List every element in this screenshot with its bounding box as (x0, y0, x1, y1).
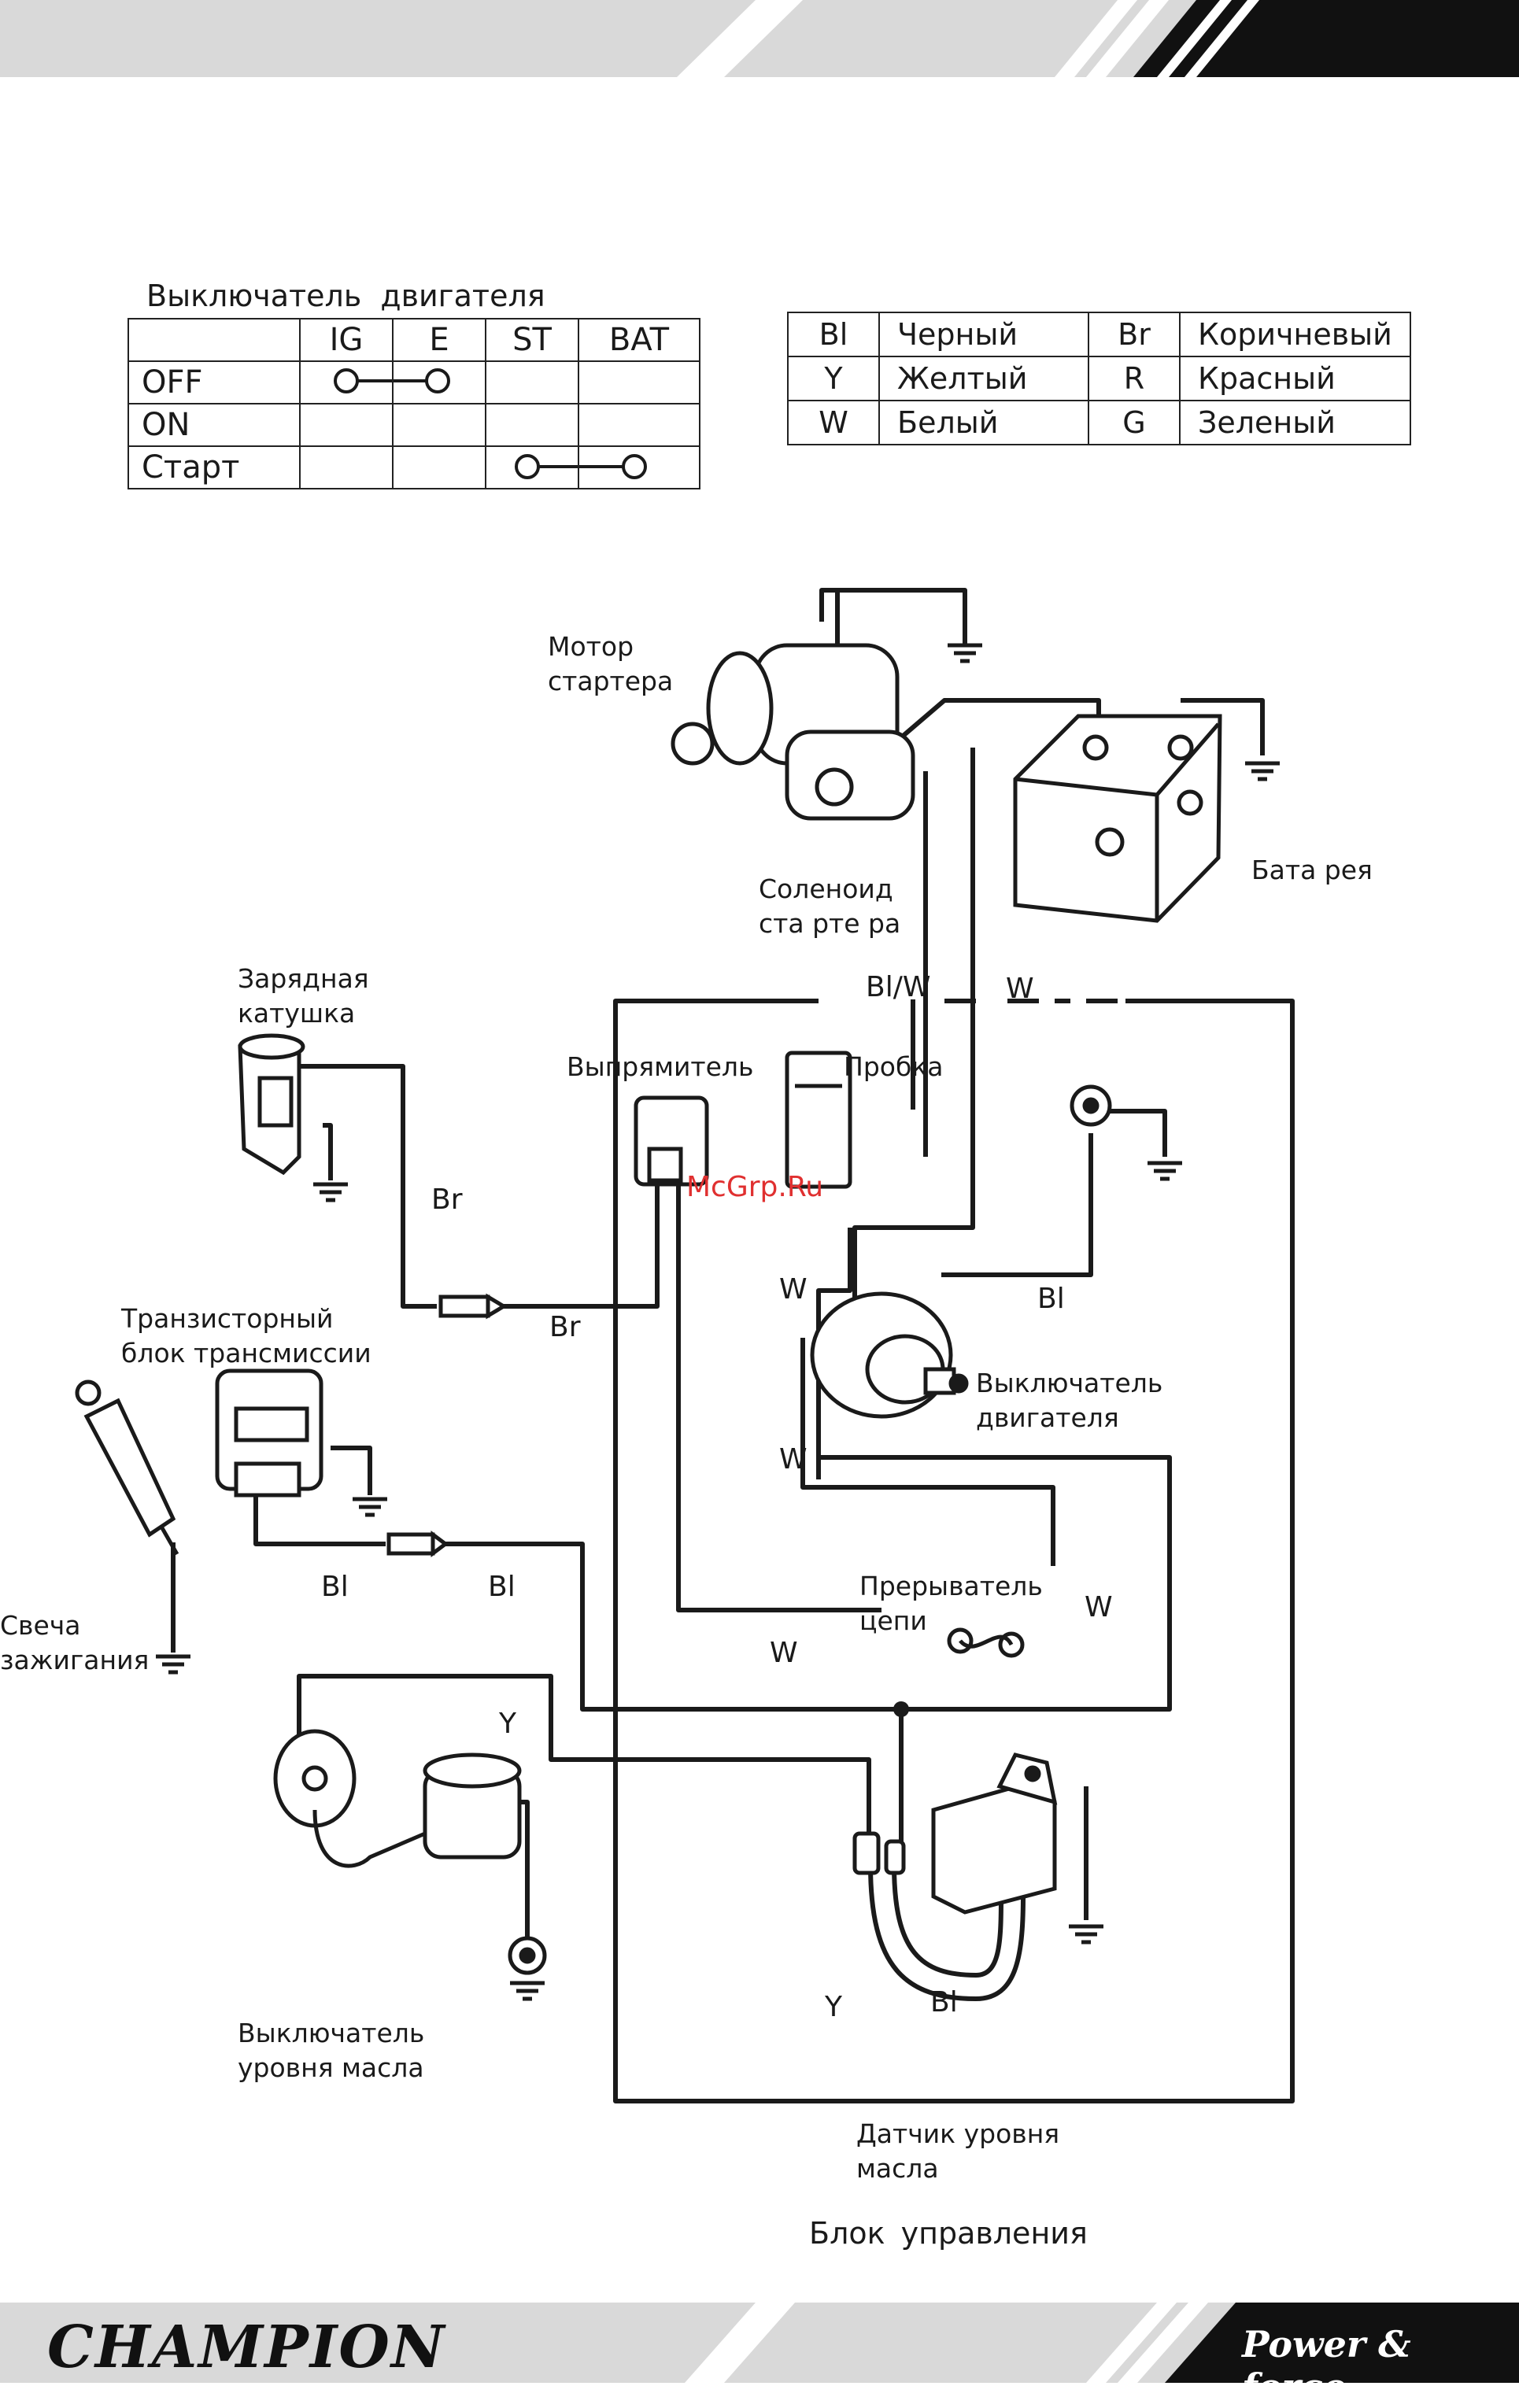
switch-header-bat: BAT (578, 318, 700, 362)
charging-coil-label: Зарядная катушка (238, 963, 369, 1029)
switch-header-e: E (392, 318, 486, 362)
watermark: McGrp.Ru (686, 1171, 824, 1203)
legend-name: Желтый (878, 356, 1089, 401)
color-legend-table: Bl Черный Br Коричневый Y Желтый R Красн… (787, 312, 1411, 445)
legend-code: W (787, 400, 880, 445)
fuse-drawing (785, 1051, 852, 1189)
spark-plug-label: Свеча зажигания (0, 1610, 150, 1675)
legend-code: R (1088, 356, 1181, 401)
switch-header-empty (128, 318, 301, 362)
top-banner (0, 0, 1519, 77)
wire-code-w3: W (770, 1637, 798, 1669)
legend-name: Красный (1179, 356, 1411, 401)
starter-motor-drawing (671, 643, 915, 821)
spark-plug-drawing (75, 1379, 179, 1556)
control-unit-label: Блок управления (809, 2216, 1088, 2251)
switch-row-on: ON (128, 403, 301, 447)
wire-code-bl3: Bl (488, 1571, 516, 1603)
fuse-label: Пробка (844, 1051, 944, 1082)
rectifier-drawing (634, 1095, 709, 1187)
wire-code-y2: Y (825, 1991, 842, 2023)
starter-motor-label: Мотор стартера (548, 631, 674, 696)
switch-row-start: Старт (128, 445, 301, 489)
oil-level-switch-label: Выключатель уровня масла (238, 2018, 425, 2083)
legend-name: Зеленый (1179, 400, 1411, 445)
charging-coil-drawing (238, 1033, 305, 1176)
wire-code-w1: W (779, 1273, 808, 1306)
circuit-breaker-drawing (947, 1627, 1025, 1658)
wire-code-br1: Br (431, 1184, 463, 1216)
rectifier-label: Выпрямитель (567, 1051, 754, 1082)
switch-table-title: Выключатель двигателя (146, 279, 545, 313)
wire-code-bl4: Bl (930, 1986, 958, 2018)
switch-table: IG E ST BAT OFF ON Старт (128, 318, 700, 489)
switch-header-st: ST (485, 318, 579, 362)
control-unit-border (613, 999, 1295, 2103)
legend-name: Коричневый (1179, 312, 1411, 357)
wire-code-br2: Br (549, 1311, 581, 1343)
engine-switch-label: Выключатель двигателя (976, 1368, 1163, 1433)
wire-code-w-top: W (1006, 973, 1034, 1005)
engine-switch-drawing (810, 1291, 969, 1419)
circuit-breaker-label: Прерыватель цепи (859, 1571, 1043, 1636)
battery-label: Бата рея (1251, 855, 1373, 885)
transistor-unit-label: Транзисторный блок трансмиссии (121, 1303, 371, 1368)
wire-code-bl1: Bl (1037, 1283, 1065, 1315)
wire-code-w4: W (1085, 1591, 1113, 1623)
wire-code-blw: Bl/W (866, 971, 931, 1003)
ground-symbols (156, 643, 1280, 2001)
wire-code-bl2: Bl (321, 1571, 349, 1603)
bottom-banner (0, 2303, 1519, 2383)
oil-level-switch-drawing (273, 1729, 547, 1975)
switch-row-off: OFF (128, 360, 301, 404)
legend-name: Черный (878, 312, 1089, 357)
legend-code: Y (787, 356, 880, 401)
battery-drawing (1013, 714, 1222, 923)
wire-code-w2: W (779, 1443, 808, 1475)
legend-code: G (1088, 400, 1181, 445)
switch-header-ig: IG (299, 318, 394, 362)
oil-level-sensor-label: Датчик уровня масла (856, 2118, 1060, 2184)
transistor-unit-drawing (215, 1368, 323, 1498)
starter-solenoid-label: Соленоид ста ртe ра (759, 873, 901, 939)
legend-name: Белый (878, 400, 1089, 445)
legend-code: Bl (787, 312, 880, 357)
brand-logo: CHAMPION (47, 2314, 446, 2381)
legend-code: Br (1088, 312, 1181, 357)
oil-sensor-drawing (852, 1752, 1058, 1915)
brand-slogan: Power & force (1242, 2323, 1411, 2408)
wire-code-y1: Y (499, 1708, 516, 1740)
